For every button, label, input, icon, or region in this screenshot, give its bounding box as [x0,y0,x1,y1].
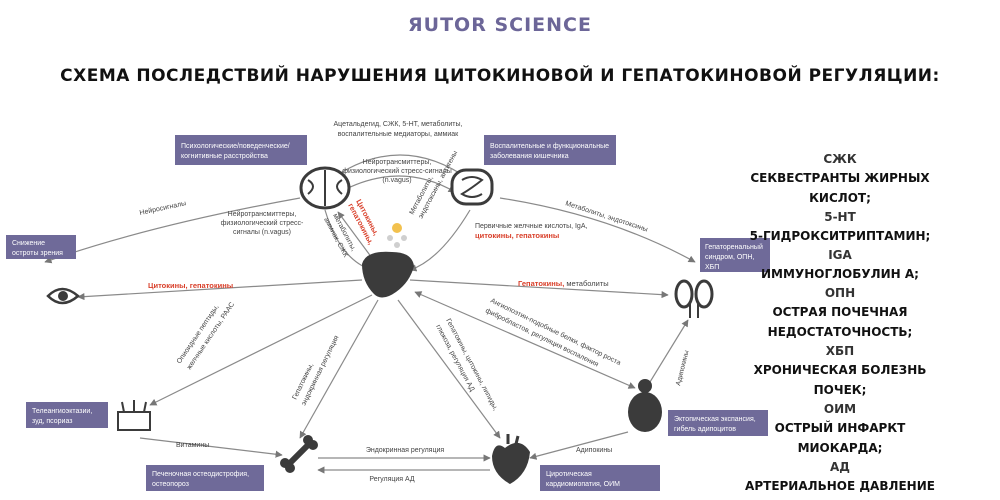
angio-line1: Ангиопоэтин-подобные белки, фактор роста [489,297,622,367]
gut-to-kidney [499,197,696,263]
red-kidney-label: Гепатокины, метаболиты [518,279,609,288]
red-eye-label: Цитокины, гепатокины [148,281,233,290]
box-kidney-line1: Гепаторенальный [705,243,763,251]
liver-brain-v1 [337,211,373,259]
skin-to-bone [139,437,283,458]
box-bowel-line1: Воспалительные и функциональные [490,143,609,150]
heart-icon [492,434,530,484]
top-arc-line1: Ацетальдегид, СЖК, 5-НТ, метаболиты, [333,120,462,128]
adipose-person-icon [628,379,662,432]
bp-reg-label: Регуляция АД [369,476,415,483]
box-heart-line2: кардиомиопатия, ОИМ [546,481,620,488]
abbreviation-legend: СЖК СЕКВЕСТРАНТЫ ЖИРНЫХ КИСЛОТ; 5-НТ 5-Г… [735,150,945,496]
molecule-icon [387,223,407,248]
box-vision: Снижение остроты зрения [6,235,76,259]
red-kidney-word: Гепатокины, [518,279,564,288]
box-kidney-line3: ХБП [705,264,719,271]
brand-logo: ЯUTOR SCIENCE [408,14,592,36]
box-psych-line2: когнитивные расстройства [181,152,268,160]
fat-to-heart [529,431,629,460]
box-psych: Психологические/поведенческие/ когнитивн… [175,135,307,165]
neuro-liver-line3: сигналы (n.vagus) [233,229,291,236]
liver-to-fat [414,291,636,389]
skin-icon [117,400,151,431]
top-arc-line2: воспалительные медиаторы, аммиак [338,131,459,138]
intestine-icon [450,168,494,206]
gut-to-liver [409,209,471,272]
box-psych-line1: Психологические/поведенческие/ [181,143,290,150]
angio-line2: фибробластов, регуляция воспаления [484,307,600,369]
legend-abbr-3: IGA [828,248,852,262]
legend-abbr-7: АД [830,460,850,474]
liver-to-eye [77,279,363,301]
adipokines-vertical: Адипокины [675,350,691,387]
box-kidney: Гепаторенальный синдром, ОПН, ХБП [700,238,770,272]
adipokines-horizontal: Адипокины [576,447,612,454]
liver-to-bone [299,299,379,439]
neuro-signals-line1: Нейротрансмиттеры, [363,158,432,166]
neuro-liver-line2: физиологический стресс- [221,219,304,227]
brain-gut-arc [339,175,456,193]
bone-icon [280,435,318,473]
box-skin-line2: зуд, псориаз [32,418,72,425]
legend-def-4: ОСТРАЯ ПОЧЕЧНАЯ НЕДОСТАТОЧНОСТЬ; [767,305,913,339]
legend-def-7: АРТЕРИАЛЬНОЕ ДАВЛЕНИЕ [745,479,935,493]
box-fat-line1: Эктопическая экспансия, [674,416,756,423]
box-heart: Циротическая кардиомиопатия, ОИМ [540,465,660,491]
connectors [44,154,696,474]
liver-to-skin [149,294,373,406]
box-bowel-line2: заболевания кишечника [490,152,569,160]
legend-abbr-1: СЖК [823,152,857,166]
legend-abbr-4: ОПН [824,286,856,300]
box-kidney-line2: синдром, ОПН, [705,254,754,261]
box-bowel: Воспалительные и функциональные заболева… [484,135,616,165]
legend-def-5: ХРОНИЧЕСКАЯ БОЛЕЗНЬ ПОЧЕК; [753,363,927,397]
box-skin-line1: Телеангиоэктазии, [32,408,92,415]
legend-def-6: ОСТРЫЙ ИНФАРКТ МИОКАРДА; [774,421,906,455]
kidney-meta-word: метаболиты [564,279,608,288]
box-vision-line1: Снижение [12,240,45,247]
endocrine-label: Эндокринная регуляция [366,447,445,454]
kidney-icon [674,279,714,318]
fat-to-kidney [649,319,689,383]
box-skin: Телеангиоэктазии, зуд, псориаз [26,402,108,428]
bile-label: Первичные желчные кислоты, IgA, [475,223,587,230]
liver-icon [362,251,414,298]
box-fat: Эктопическая экспансия, гибель адипоцито… [668,410,768,436]
box-heart-line1: Циротическая [546,471,592,478]
legend-abbr-5: ХБП [825,344,855,358]
neuro-liver-line1: Нейротрансмиттеры, [228,210,297,218]
top-arc [329,154,471,181]
vitamins-label: Витамины [176,442,209,449]
box-vision-line2: остроты зрения [12,250,63,257]
neuro-signals-line3: (n.vagus) [382,177,411,184]
eye-icon [46,287,80,305]
box-fat-line2: гибель адипоцитов [674,425,736,433]
box-bone-line2: остеопороз [152,481,189,488]
page-title: СХЕМА ПОСЛЕДСТВИЙ НАРУШЕНИЯ ЦИТОКИНОВОЙ … [60,66,940,86]
arrow-labels: Ацетальдегид, СЖК, 5-НТ, метаболиты, вос… [139,120,691,483]
legend-def-1: СЕКВЕСТРАНТЫ ЖИРНЫХ КИСЛОТ; [750,171,930,205]
box-bone: Печеночная остеодистрофия, остеопороз [146,465,264,491]
legend-def-2: 5-ГИДРОКСИТРИПТАМИН; [749,229,931,243]
box-bone-line1: Печеночная остеодистрофия, [152,471,249,478]
legend-def-3: ИММУНОГЛОБУЛИН А; [761,267,919,281]
heart-diag-line1: Гепатокины, цитокины, липиды, [444,318,499,412]
brain-icon [299,166,351,210]
red-bile-label: цитокины, гепатокины [475,231,559,240]
neurosignals-label: Нейросигналы [139,199,187,217]
legend-abbr-2: 5-НТ [824,210,856,224]
neuro-signals-line2: физиологический стресс-сигналы [342,167,452,175]
legend-abbr-6: ОИМ [823,402,857,416]
